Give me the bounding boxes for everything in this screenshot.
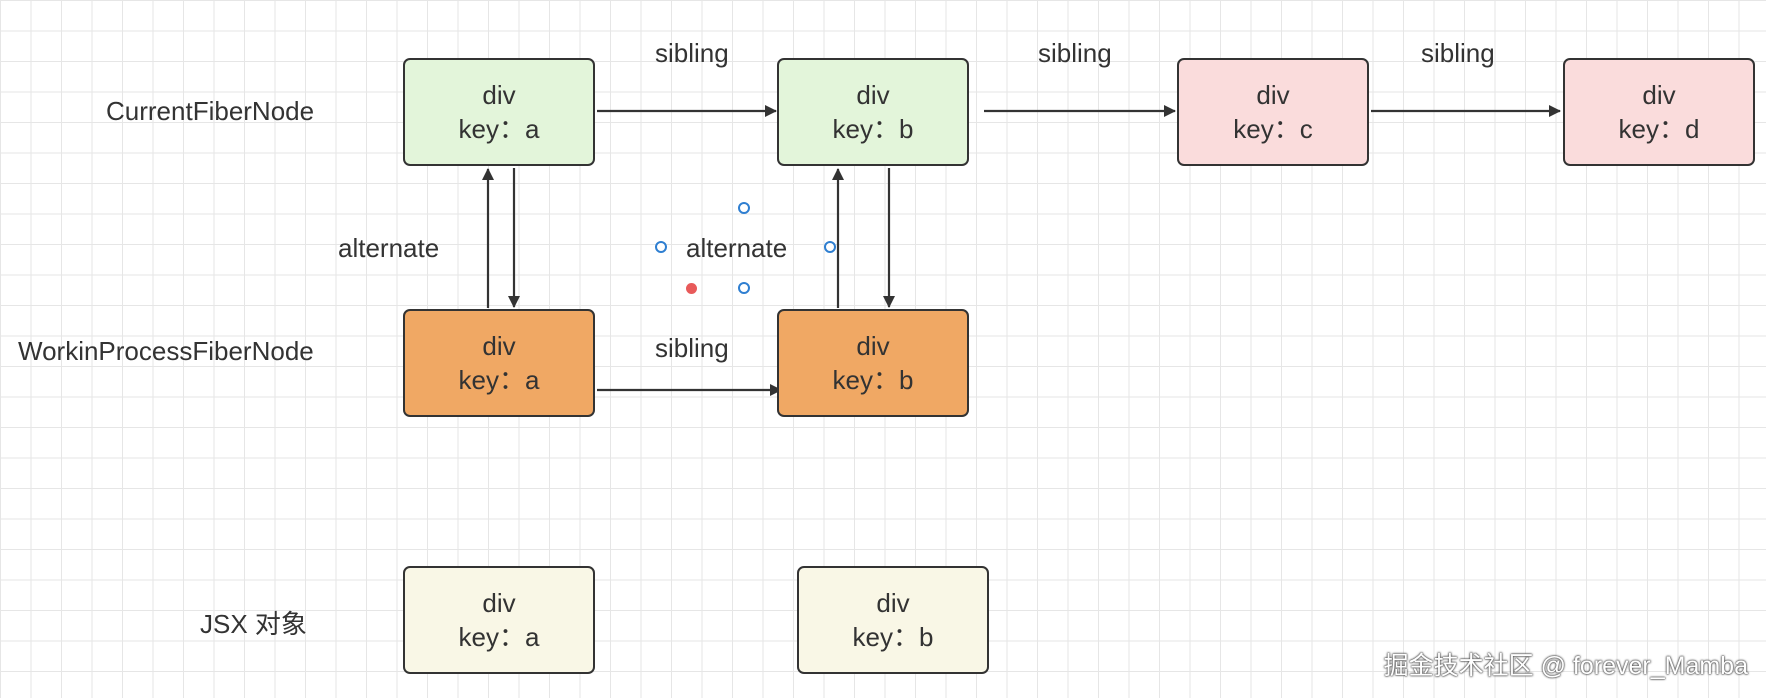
watermark-text: 掘金技术社区 @ forever_Mamba	[1383, 652, 1748, 680]
node-current-b[interactable]: div key：b	[777, 58, 969, 166]
edge-label-alternate-b-selected[interactable]: alternate	[686, 233, 788, 263]
node-key: key：b	[852, 622, 934, 652]
node-current-c[interactable]: div key：c	[1177, 58, 1369, 166]
node-workin-b[interactable]: div key：b	[777, 309, 969, 417]
edge-label-sibling-workin[interactable]: sibling	[655, 333, 729, 363]
node-current-a[interactable]: div key：a	[403, 58, 595, 166]
node-jsx-a[interactable]: div key：a	[403, 566, 595, 674]
edge-label-sibling-current-c-d[interactable]: sibling	[1421, 38, 1495, 68]
node-tag: div	[482, 588, 516, 618]
node-key: key：a	[458, 622, 540, 652]
node-tag: div	[482, 80, 516, 110]
row-label-jsx: JSX 对象	[200, 609, 307, 639]
selection-handle-anchor[interactable]	[686, 283, 697, 294]
node-key: key：d	[1618, 114, 1700, 144]
node-workin-a[interactable]: div key：a	[403, 309, 595, 417]
selection-handle-top[interactable]	[738, 202, 750, 214]
node-key: key：c	[1233, 114, 1313, 144]
node-tag: div	[1256, 80, 1290, 110]
selection-handle-bottom[interactable]	[738, 282, 750, 294]
node-current-d[interactable]: div key：d	[1563, 58, 1755, 166]
row-label-workin: WorkinProcessFiberNode	[18, 336, 314, 366]
node-tag: div	[856, 331, 890, 361]
node-tag: div	[1642, 80, 1676, 110]
edge-label-sibling-current-a-b[interactable]: sibling	[655, 38, 729, 68]
node-tag: div	[482, 331, 516, 361]
selection-handle-left[interactable]	[655, 241, 667, 253]
node-key: key：b	[832, 365, 914, 395]
node-tag: div	[856, 80, 890, 110]
edge-label-sibling-current-b-c[interactable]: sibling	[1038, 38, 1112, 68]
node-tag: div	[876, 588, 910, 618]
edge-label-alternate-a[interactable]: alternate	[338, 233, 440, 263]
node-jsx-b[interactable]: div key：b	[797, 566, 989, 674]
node-key: key：a	[458, 114, 540, 144]
node-key: key：a	[458, 365, 540, 395]
row-label-current: CurrentFiberNode	[106, 96, 315, 126]
selection-handle-right[interactable]	[824, 241, 836, 253]
node-key: key：b	[832, 114, 914, 144]
